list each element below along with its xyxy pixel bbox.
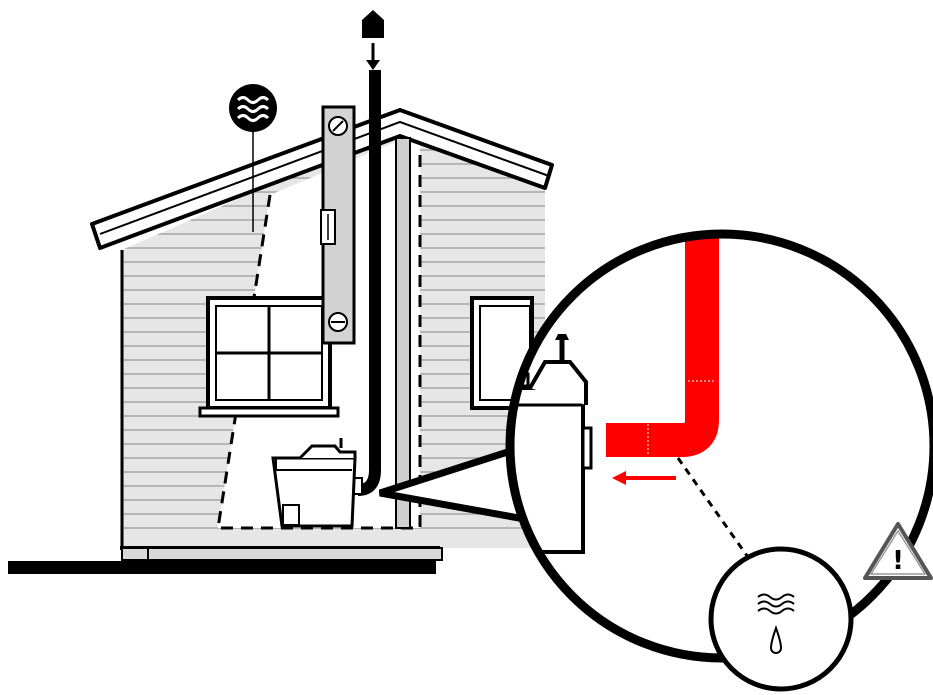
composting-toilet-closeup bbox=[510, 334, 593, 554]
floor-beam bbox=[121, 547, 443, 561]
ground-line bbox=[8, 561, 436, 574]
condensation-icon bbox=[708, 546, 854, 692]
ventilation-waves-icon bbox=[229, 84, 277, 232]
warning-symbol: ! bbox=[892, 546, 904, 576]
wall-post bbox=[395, 137, 411, 529]
callout-pointer bbox=[378, 444, 531, 524]
detail-magnifier bbox=[505, 229, 933, 663]
composting-toilet-icon bbox=[271, 438, 357, 528]
condensation-leader bbox=[676, 457, 752, 561]
airflow-arrow-icon bbox=[612, 471, 676, 485]
spirit-level-icon bbox=[320, 105, 356, 345]
window-left bbox=[198, 296, 340, 418]
roof bbox=[90, 108, 554, 250]
warning-triangle-icon: ! bbox=[863, 522, 933, 580]
vent-cap-icon bbox=[362, 10, 384, 38]
arrow-down-icon bbox=[366, 43, 380, 70]
exhaust-pipe-detail bbox=[606, 234, 719, 457]
